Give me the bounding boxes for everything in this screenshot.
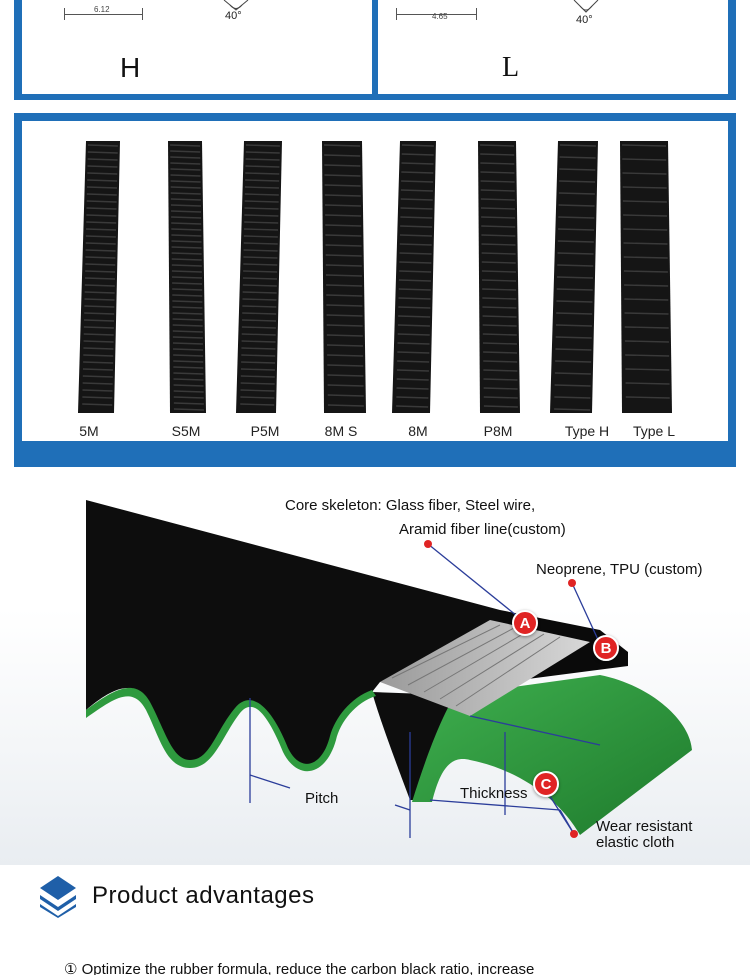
- belt-cross-section-illustration: [86, 500, 692, 838]
- belt-strip: [620, 141, 672, 413]
- profile-card-l: 4.65 40° L: [378, 0, 728, 94]
- belt-label: 5M: [79, 423, 99, 439]
- profile-type-label: L: [502, 52, 520, 83]
- angle-value: 40°: [576, 14, 593, 26]
- belt-strips-image: [78, 141, 672, 413]
- belt-strip: [392, 141, 436, 413]
- dimension-value: 6.12: [94, 5, 110, 14]
- belt-strip: [478, 141, 520, 413]
- angle-value: 40°: [225, 10, 242, 22]
- belt-samples-photo: 5M S5M P5M 8M S 8M P8M Type H Type L: [22, 121, 728, 441]
- belt-strip: [78, 141, 120, 413]
- dimension-value: 4.65: [432, 12, 448, 21]
- dimension-line: [64, 14, 142, 15]
- angle-marker-icon: [223, 0, 249, 11]
- badge-a: A: [512, 610, 538, 636]
- angle-marker-icon: [573, 0, 599, 13]
- belt-structure-diagram: Core skeleton: Glass fiber, Steel wire, …: [0, 470, 750, 865]
- belt-strip: [236, 141, 282, 413]
- belt-label: 8M S: [324, 423, 358, 439]
- belt-strip: [550, 141, 598, 413]
- dimension-tick: [476, 8, 477, 20]
- belt-samples-panel: 5M S5M P5M 8M S 8M P8M Type H Type L: [14, 113, 736, 467]
- advantages-title: Product advantages: [92, 882, 315, 909]
- belt-label: Type H: [564, 423, 610, 439]
- belt-label: 8M: [408, 423, 428, 439]
- profile-card-h: 6.12 40° H: [22, 0, 372, 94]
- neoprene-label: Neoprene, TPU (custom): [536, 561, 703, 578]
- belt-strip: [322, 141, 366, 413]
- advantage-item: ① Optimize the rubber formula, reduce th…: [64, 961, 535, 975]
- core-skeleton-label: Core skeleton: Glass fiber, Steel wire,: [285, 497, 536, 514]
- wear-cloth-label-line2: elastic cloth: [596, 834, 675, 851]
- belt-label: Type L: [632, 423, 676, 439]
- badge-b: B: [593, 635, 619, 661]
- layers-icon: [40, 876, 76, 918]
- advantages-heading: Product advantages: [38, 873, 314, 919]
- belt-label: P5M: [250, 423, 280, 439]
- dimension-tick: [142, 8, 143, 20]
- belt-label: P8M: [483, 423, 513, 439]
- core-skeleton-label-line2: Aramid fiber line(custom): [399, 521, 566, 538]
- pitch-label: Pitch: [305, 790, 339, 807]
- belt-strip: [168, 141, 206, 413]
- tooth-profile-panel: 6.12 40° H 4.65 40° L: [14, 0, 736, 100]
- badge-c: C: [533, 771, 559, 797]
- wear-cloth-label: Wear resistant: [596, 818, 693, 835]
- profile-type-label: H: [120, 52, 141, 83]
- dimension-line: [396, 14, 476, 15]
- belt-label: S5M: [171, 423, 201, 439]
- thickness-label: Thickness: [460, 785, 528, 802]
